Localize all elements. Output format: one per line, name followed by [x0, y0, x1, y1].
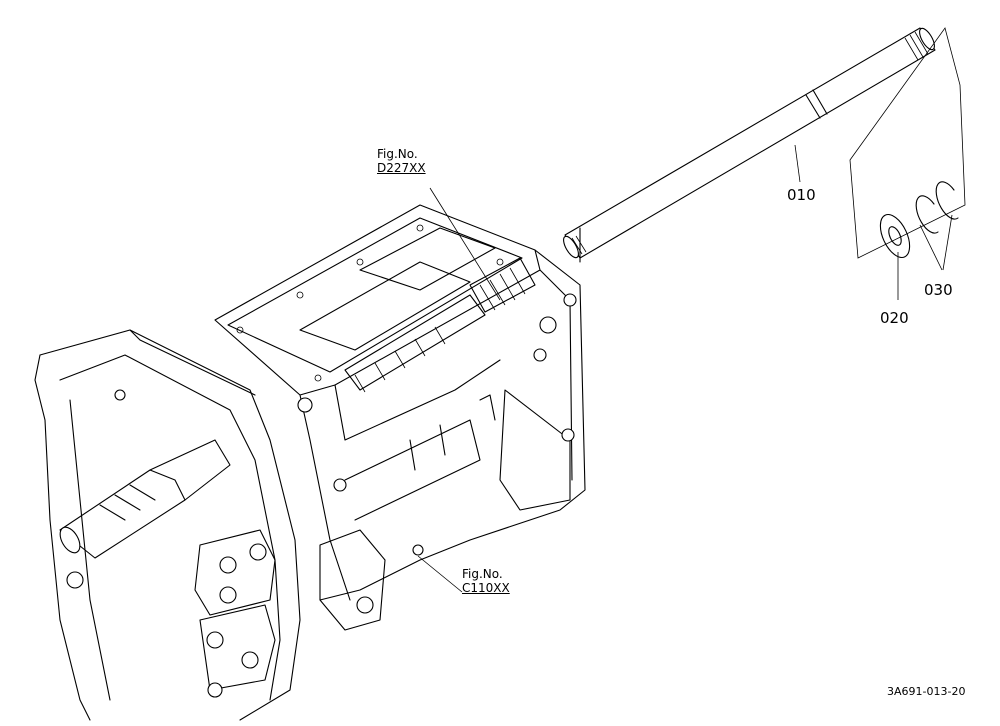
figure-ref-code: D227XX — [377, 160, 426, 175]
leader-lines — [417, 144, 953, 593]
figure-ref-code: C110XX — [462, 580, 510, 595]
part-label-010: 010 — [787, 186, 816, 204]
washer-020 — [879, 213, 911, 259]
drawing-number: 3A691-013-20 — [887, 685, 966, 698]
figure-ref-prefix: Fig.No. — [462, 567, 503, 581]
snap-rings-030 — [915, 181, 959, 234]
group-bracket — [849, 27, 966, 259]
part-label-030: 030 — [924, 281, 953, 299]
shaft-010 — [563, 27, 936, 263]
transmission-case — [34, 204, 586, 721]
part-label-020: 020 — [880, 309, 909, 327]
figure-ref-c110xx[interactable]: Fig.No. C110XX — [462, 567, 510, 596]
figure-ref-d227xx[interactable]: Fig.No. D227XX — [377, 147, 426, 176]
figure-ref-prefix: Fig.No. — [377, 147, 418, 161]
